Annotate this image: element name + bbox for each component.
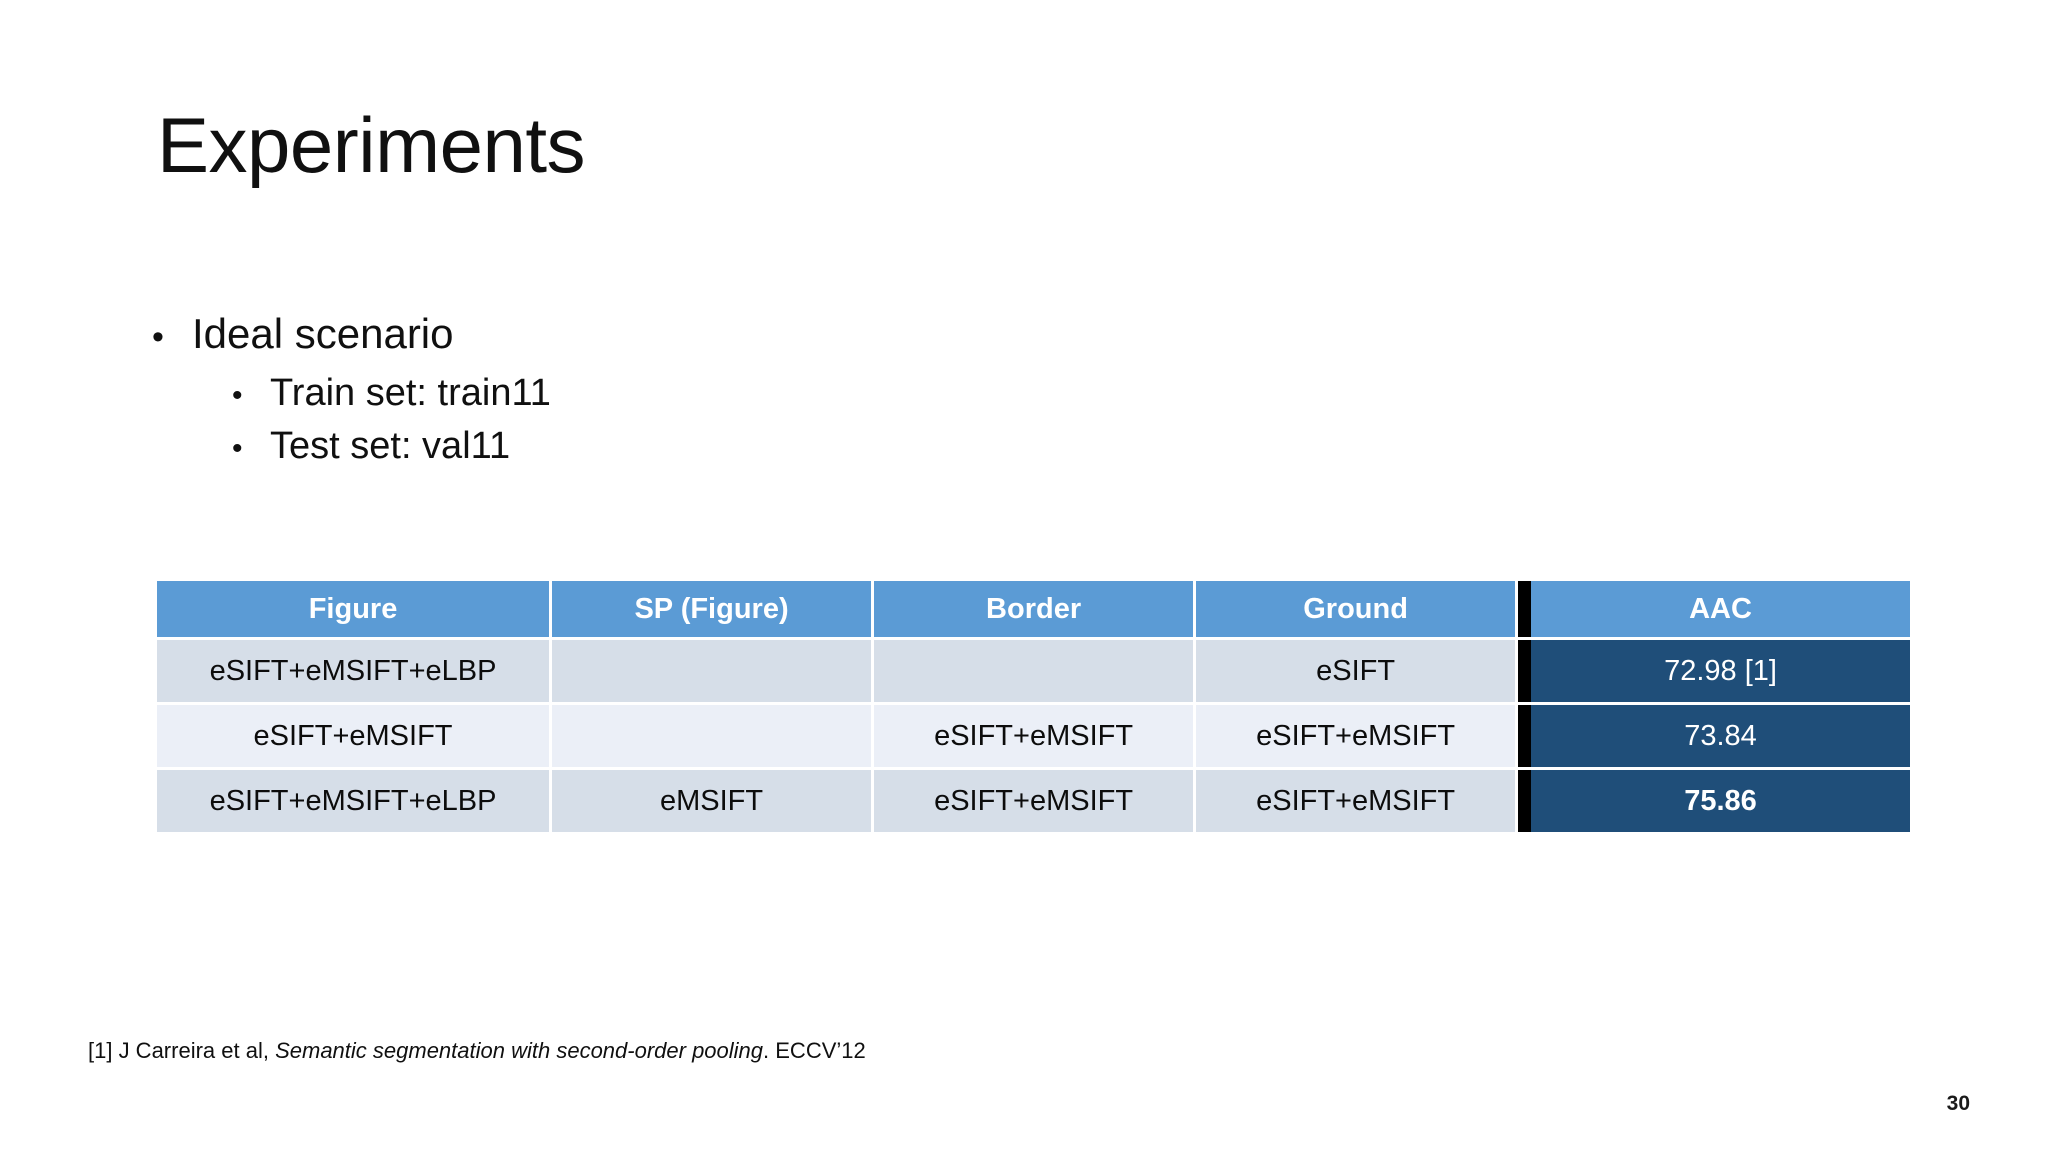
cell-ground: eSIFT+eMSIFT (1196, 770, 1519, 832)
column-separator-bar (1518, 581, 1531, 640)
page-number: 30 (1946, 1092, 1970, 1115)
footnote-suffix: . ECCV’12 (763, 1038, 866, 1063)
bullet-dot-icon: • (152, 318, 164, 356)
column-header-sp-figure: SP (Figure) (552, 581, 875, 640)
cell-border: eSIFT+eMSIFT (874, 705, 1197, 770)
cell-aac: 75.86 (1531, 770, 1910, 832)
bullet-label-ideal-scenario: Ideal scenario (192, 310, 454, 357)
cell-border (874, 640, 1197, 705)
table-row: eSIFT+eMSIFT+eLBP eMSIFT eSIFT+eMSIFT eS… (157, 770, 1910, 832)
table-row: eSIFT+eMSIFT+eLBP eSIFT 72.98 [1] (157, 640, 1910, 705)
column-header-figure: Figure (157, 581, 553, 640)
column-header-aac: AAC (1531, 581, 1910, 640)
bullet-item-level2: • Test set: val11 (232, 420, 1352, 472)
bullet-dot-icon: • (232, 379, 243, 413)
footnote-reference: [1] J Carreira et al, Semantic segmentat… (88, 1037, 866, 1066)
cell-aac: 72.98 [1] (1531, 640, 1910, 705)
bullet-label-train-set: Train set: train11 (270, 372, 551, 415)
bullet-item-level2: • Train set: train11 (232, 367, 1352, 419)
results-table: Figure SP (Figure) Border Ground AAC eSI… (157, 581, 1910, 832)
cell-ground: eSIFT (1196, 640, 1519, 705)
row-separator-bar (1518, 640, 1531, 705)
table-row: eSIFT+eMSIFT eSIFT+eMSIFT eSIFT+eMSIFT 7… (157, 705, 1910, 770)
cell-figure: eSIFT+eMSIFT (157, 705, 553, 770)
bullet-label-test-set: Test set: val11 (270, 424, 511, 467)
cell-aac: 73.84 (1531, 705, 1910, 770)
cell-figure: eSIFT+eMSIFT+eLBP (157, 640, 553, 705)
cell-ground: eSIFT+eMSIFT (1196, 705, 1519, 770)
footnote-title: Semantic segmentation with second-order … (275, 1038, 764, 1063)
column-header-ground: Ground (1196, 581, 1519, 640)
page-title: Experiments (157, 101, 586, 189)
table-header-row: Figure SP (Figure) Border Ground AAC (157, 581, 1910, 640)
cell-figure: eSIFT+eMSIFT+eLBP (157, 770, 553, 832)
row-separator-bar (1518, 770, 1531, 832)
bullet-list: • Ideal scenario • Train set: train11 • … (152, 306, 1352, 472)
cell-sp-figure: eMSIFT (552, 770, 875, 832)
cell-sp-figure (552, 640, 875, 705)
row-separator-bar (1518, 705, 1531, 770)
bullet-dot-icon: • (232, 431, 243, 465)
cell-border: eSIFT+eMSIFT (874, 770, 1197, 832)
cell-sp-figure (552, 705, 875, 770)
column-header-border: Border (874, 581, 1197, 640)
footnote-prefix: [1] J Carreira et al, (88, 1038, 276, 1063)
bullet-item-level1: • Ideal scenario (152, 306, 1352, 361)
